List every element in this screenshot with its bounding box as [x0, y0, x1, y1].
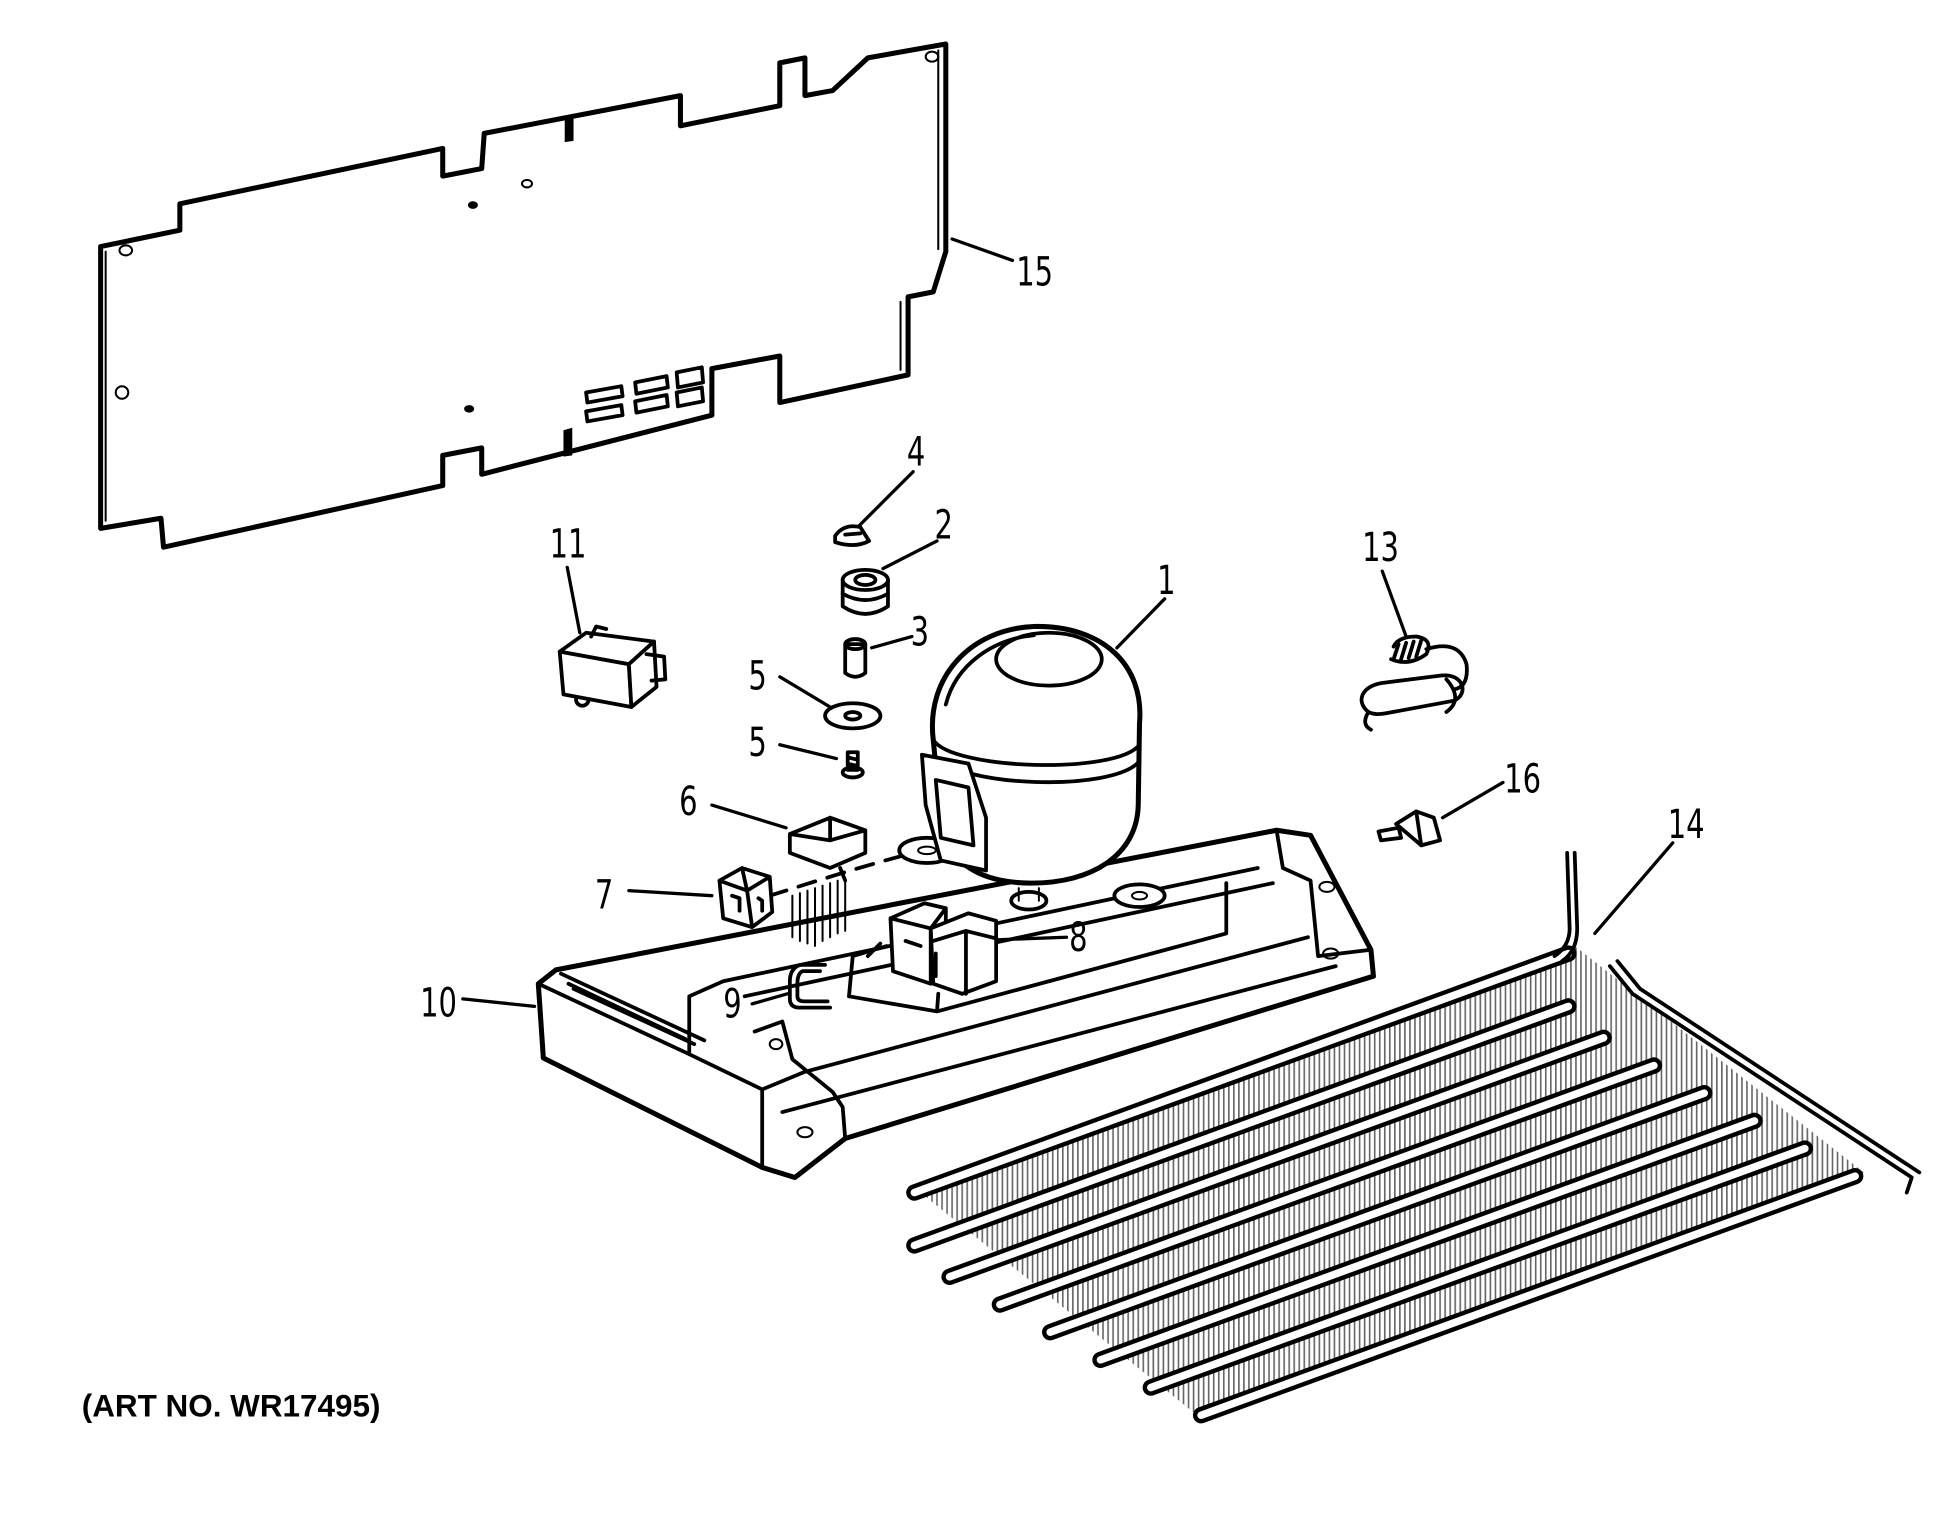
callout-label-10: 10 — [420, 980, 457, 1027]
capacitor-side — [626, 639, 659, 709]
leader-line-5b — [778, 743, 839, 761]
part-7-overload-protector — [717, 866, 775, 930]
part-2-grommet — [840, 567, 890, 616]
condenser-inlet-tube — [1552, 851, 1580, 963]
leader-line-16 — [1440, 780, 1505, 820]
callout-label-16: 16 — [1504, 756, 1541, 803]
capacitor-terminals — [574, 624, 668, 708]
part-16-clip — [1376, 809, 1442, 848]
part-5-washer — [823, 701, 883, 731]
base-pan-mount-holes — [768, 880, 1340, 1139]
wiring-dashed — [767, 848, 927, 958]
leader-line-13 — [1380, 569, 1408, 639]
part-8-start-relay — [888, 901, 999, 996]
leader-line-2 — [881, 539, 939, 571]
part-6-bracket — [787, 815, 868, 883]
back-panel-holes — [114, 50, 940, 400]
compressor-dome-cap — [943, 630, 1104, 707]
compressor-foot-holes — [917, 845, 1149, 902]
condenser-frame-wire — [1608, 959, 1922, 1195]
leader-line-5a — [778, 675, 832, 709]
base-pan-rail-groove — [566, 981, 688, 1041]
back-panel-edge-thickness — [104, 49, 940, 522]
relay-contacts — [903, 939, 938, 979]
part-13-heater — [1359, 634, 1469, 732]
leader-line-4 — [857, 470, 915, 528]
leader-line-8 — [997, 935, 1069, 942]
callout-label-9: 9 — [723, 981, 741, 1028]
leader-line-3 — [869, 634, 914, 650]
part-15-back-panel — [98, 41, 949, 550]
art-number: (ART NO. WR17495) — [82, 1388, 381, 1423]
callout-label-7: 7 — [595, 872, 613, 919]
callout-label-2: 2 — [934, 502, 952, 549]
part-14-condenser-coil — [906, 851, 1922, 1424]
compressor-terminal-cover — [920, 752, 988, 873]
grommet-top — [840, 567, 890, 602]
part-1-compressor — [897, 623, 1167, 912]
leader-line-14 — [1593, 841, 1675, 936]
leader-line-9 — [750, 992, 789, 1006]
callout-label-5a: 5 — [748, 653, 766, 700]
leader-line-6 — [710, 803, 788, 830]
heater-leads — [1363, 644, 1469, 732]
part-5-screw — [840, 750, 865, 780]
leader-line-10 — [461, 997, 537, 1009]
callout-label-14: 14 — [1668, 801, 1705, 848]
back-panel-vent-slots — [584, 365, 705, 424]
back-panel-outline — [98, 41, 949, 550]
leader-line-1 — [1115, 597, 1167, 650]
heater-coil — [1389, 634, 1431, 664]
part-11-start-capacitor — [557, 624, 668, 709]
callout-label-5b: 5 — [748, 719, 766, 766]
callout-label-15: 15 — [1016, 249, 1053, 296]
condenser-tubes-bore — [910, 949, 1859, 1420]
wiring-bundle — [791, 877, 847, 948]
callout-label-8: 8 — [1069, 914, 1087, 961]
leader-line-15 — [950, 237, 1015, 263]
callout-label-3: 3 — [911, 609, 929, 656]
part-4-clip — [833, 524, 871, 547]
callout-label-6: 6 — [679, 778, 697, 825]
relay-right-block — [928, 911, 999, 996]
part-3-sleeve — [843, 637, 868, 679]
callout-label-13: 13 — [1362, 524, 1399, 571]
part-10-base-pan — [535, 827, 1376, 1180]
part-9-clamp — [787, 962, 832, 1010]
leader-line-7 — [627, 889, 714, 898]
leader-line-11 — [565, 565, 582, 635]
callout-label-11: 11 — [550, 521, 587, 568]
callout-label-1: 1 — [1157, 557, 1175, 604]
callout-label-4: 4 — [907, 429, 925, 476]
